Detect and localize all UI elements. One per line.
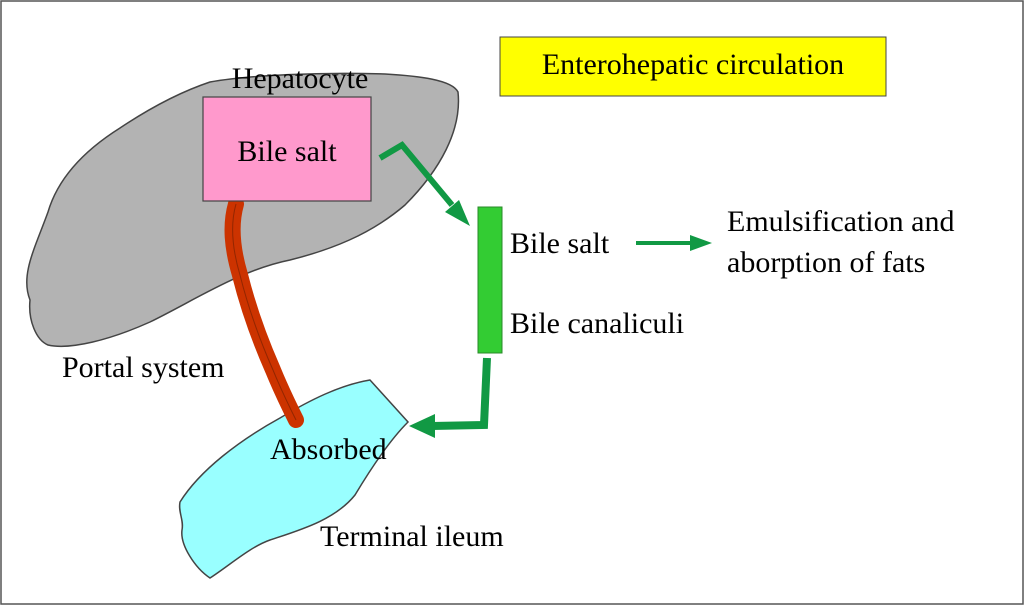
arrow-liver-to-canaliculi-head (445, 200, 470, 226)
arrow-canaliculi-to-ileum (431, 357, 491, 430)
arrow-liver-to-canaliculi (378, 141, 455, 207)
emulsification-label-line2: aborption of fats (727, 246, 925, 279)
title-box (499, 36, 887, 97)
portal-vein-outline (232, 203, 297, 421)
terminal-ileum-label: Terminal ileum (320, 520, 504, 553)
bile-salt-canaliculi-label: Bile salt (510, 227, 610, 260)
hepatocyte-label: Hepatocyte (232, 62, 369, 95)
diagram-title: Enterohepatic circulation (542, 48, 844, 81)
absorbed-label: Absorbed (270, 433, 387, 466)
portal-system-label: Portal system (62, 351, 225, 384)
hepatocyte-bile-salt-box (202, 96, 372, 202)
bile-canaliculi-label: Bile canaliculi (510, 307, 684, 340)
arrow-to-emulsification-head (690, 235, 712, 251)
emulsification-label-line1: Emulsification and (727, 205, 954, 238)
bile-canaliculi-bar (477, 206, 503, 354)
arrow-canaliculi-to-ileum-head (409, 414, 435, 438)
terminal-ileum-shape (178, 379, 410, 579)
bile-salt-liver-label: Bile salt (237, 135, 337, 168)
